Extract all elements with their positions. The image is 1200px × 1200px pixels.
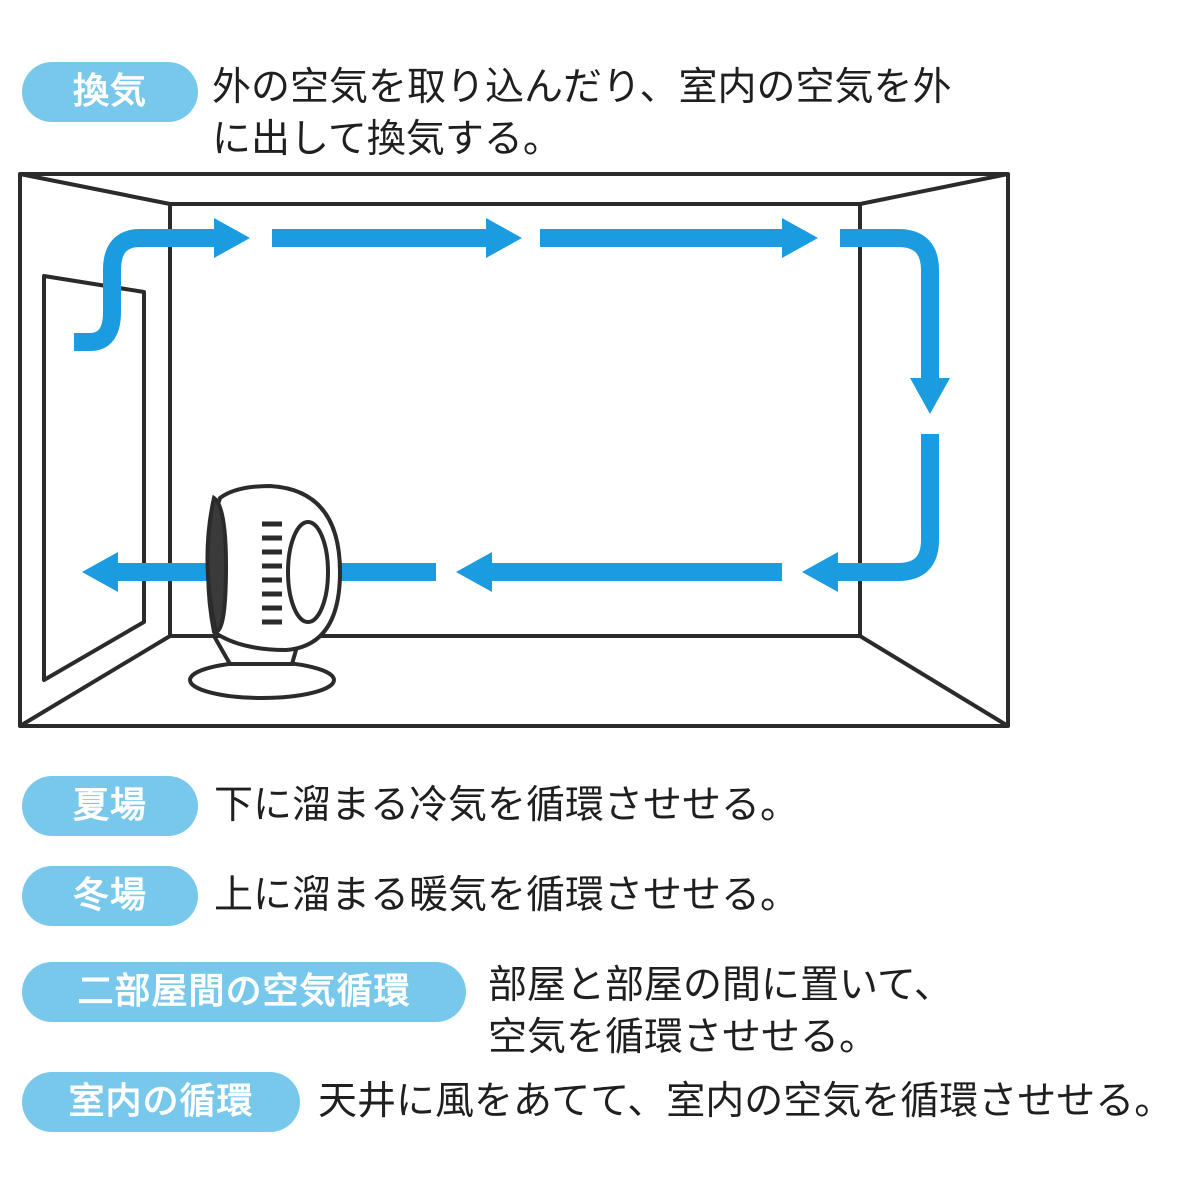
- description-fuyuba: 上に溜まる暖気を循環させせる。: [214, 873, 800, 918]
- airflow-arrows: [74, 229, 939, 581]
- label-pill-indoor: 室内の循環: [22, 1072, 300, 1132]
- airflow-right-corner: [840, 229, 939, 380]
- description-two-rooms-line2: 空気を循環させせる。: [488, 1015, 879, 1060]
- arrowhead-left-3: [82, 552, 118, 592]
- arrowhead-down: [910, 378, 950, 414]
- arrowhead-right-2: [486, 218, 522, 258]
- fan-front-grille: [205, 494, 229, 635]
- arrowhead-left-1: [802, 552, 838, 592]
- back-wall: [168, 202, 862, 638]
- airflow-right-lower: [836, 434, 939, 581]
- arrowhead-right-3: [782, 218, 818, 258]
- label-pill-fuyuba: 冬場: [22, 866, 198, 926]
- airflow-arrowheads: [82, 218, 950, 592]
- description-indoor: 天井に風をあてて、室内の空気を循環させせる。: [318, 1079, 1174, 1124]
- corner-line-bottom-right: [858, 634, 1010, 728]
- arrowhead-right-1: [214, 218, 250, 258]
- corner-line-top-left: [19, 172, 171, 206]
- corner-line-top-right: [859, 172, 1009, 206]
- description-natsuba: 下に溜まる冷気を循環させせる。: [214, 783, 800, 828]
- fan-handle-opening: [286, 520, 330, 624]
- corner-line-bottom-left: [18, 634, 172, 728]
- circulator-fan-illustration: [188, 483, 343, 700]
- label-pill-two-rooms: 二部屋間の空気循環: [22, 962, 466, 1022]
- label-pill-natsuba: 夏場: [22, 776, 198, 836]
- label-pill-kanki: 換気: [22, 62, 198, 122]
- fan-base: [188, 660, 336, 700]
- room-outline: [18, 172, 1010, 728]
- room-outer-frame: [18, 172, 1010, 728]
- description-kanki-line2: に出して換気する。: [212, 117, 562, 162]
- airflow-inlet-curve: [74, 229, 216, 351]
- arrowhead-left-2: [456, 552, 492, 592]
- fan-vent-slots: [262, 521, 282, 625]
- description-two-rooms-line1: 部屋と部屋の間に置いて、: [488, 963, 953, 1008]
- description-kanki-line1: 外の空気を取り込んだり、室内の空気を外: [212, 65, 952, 110]
